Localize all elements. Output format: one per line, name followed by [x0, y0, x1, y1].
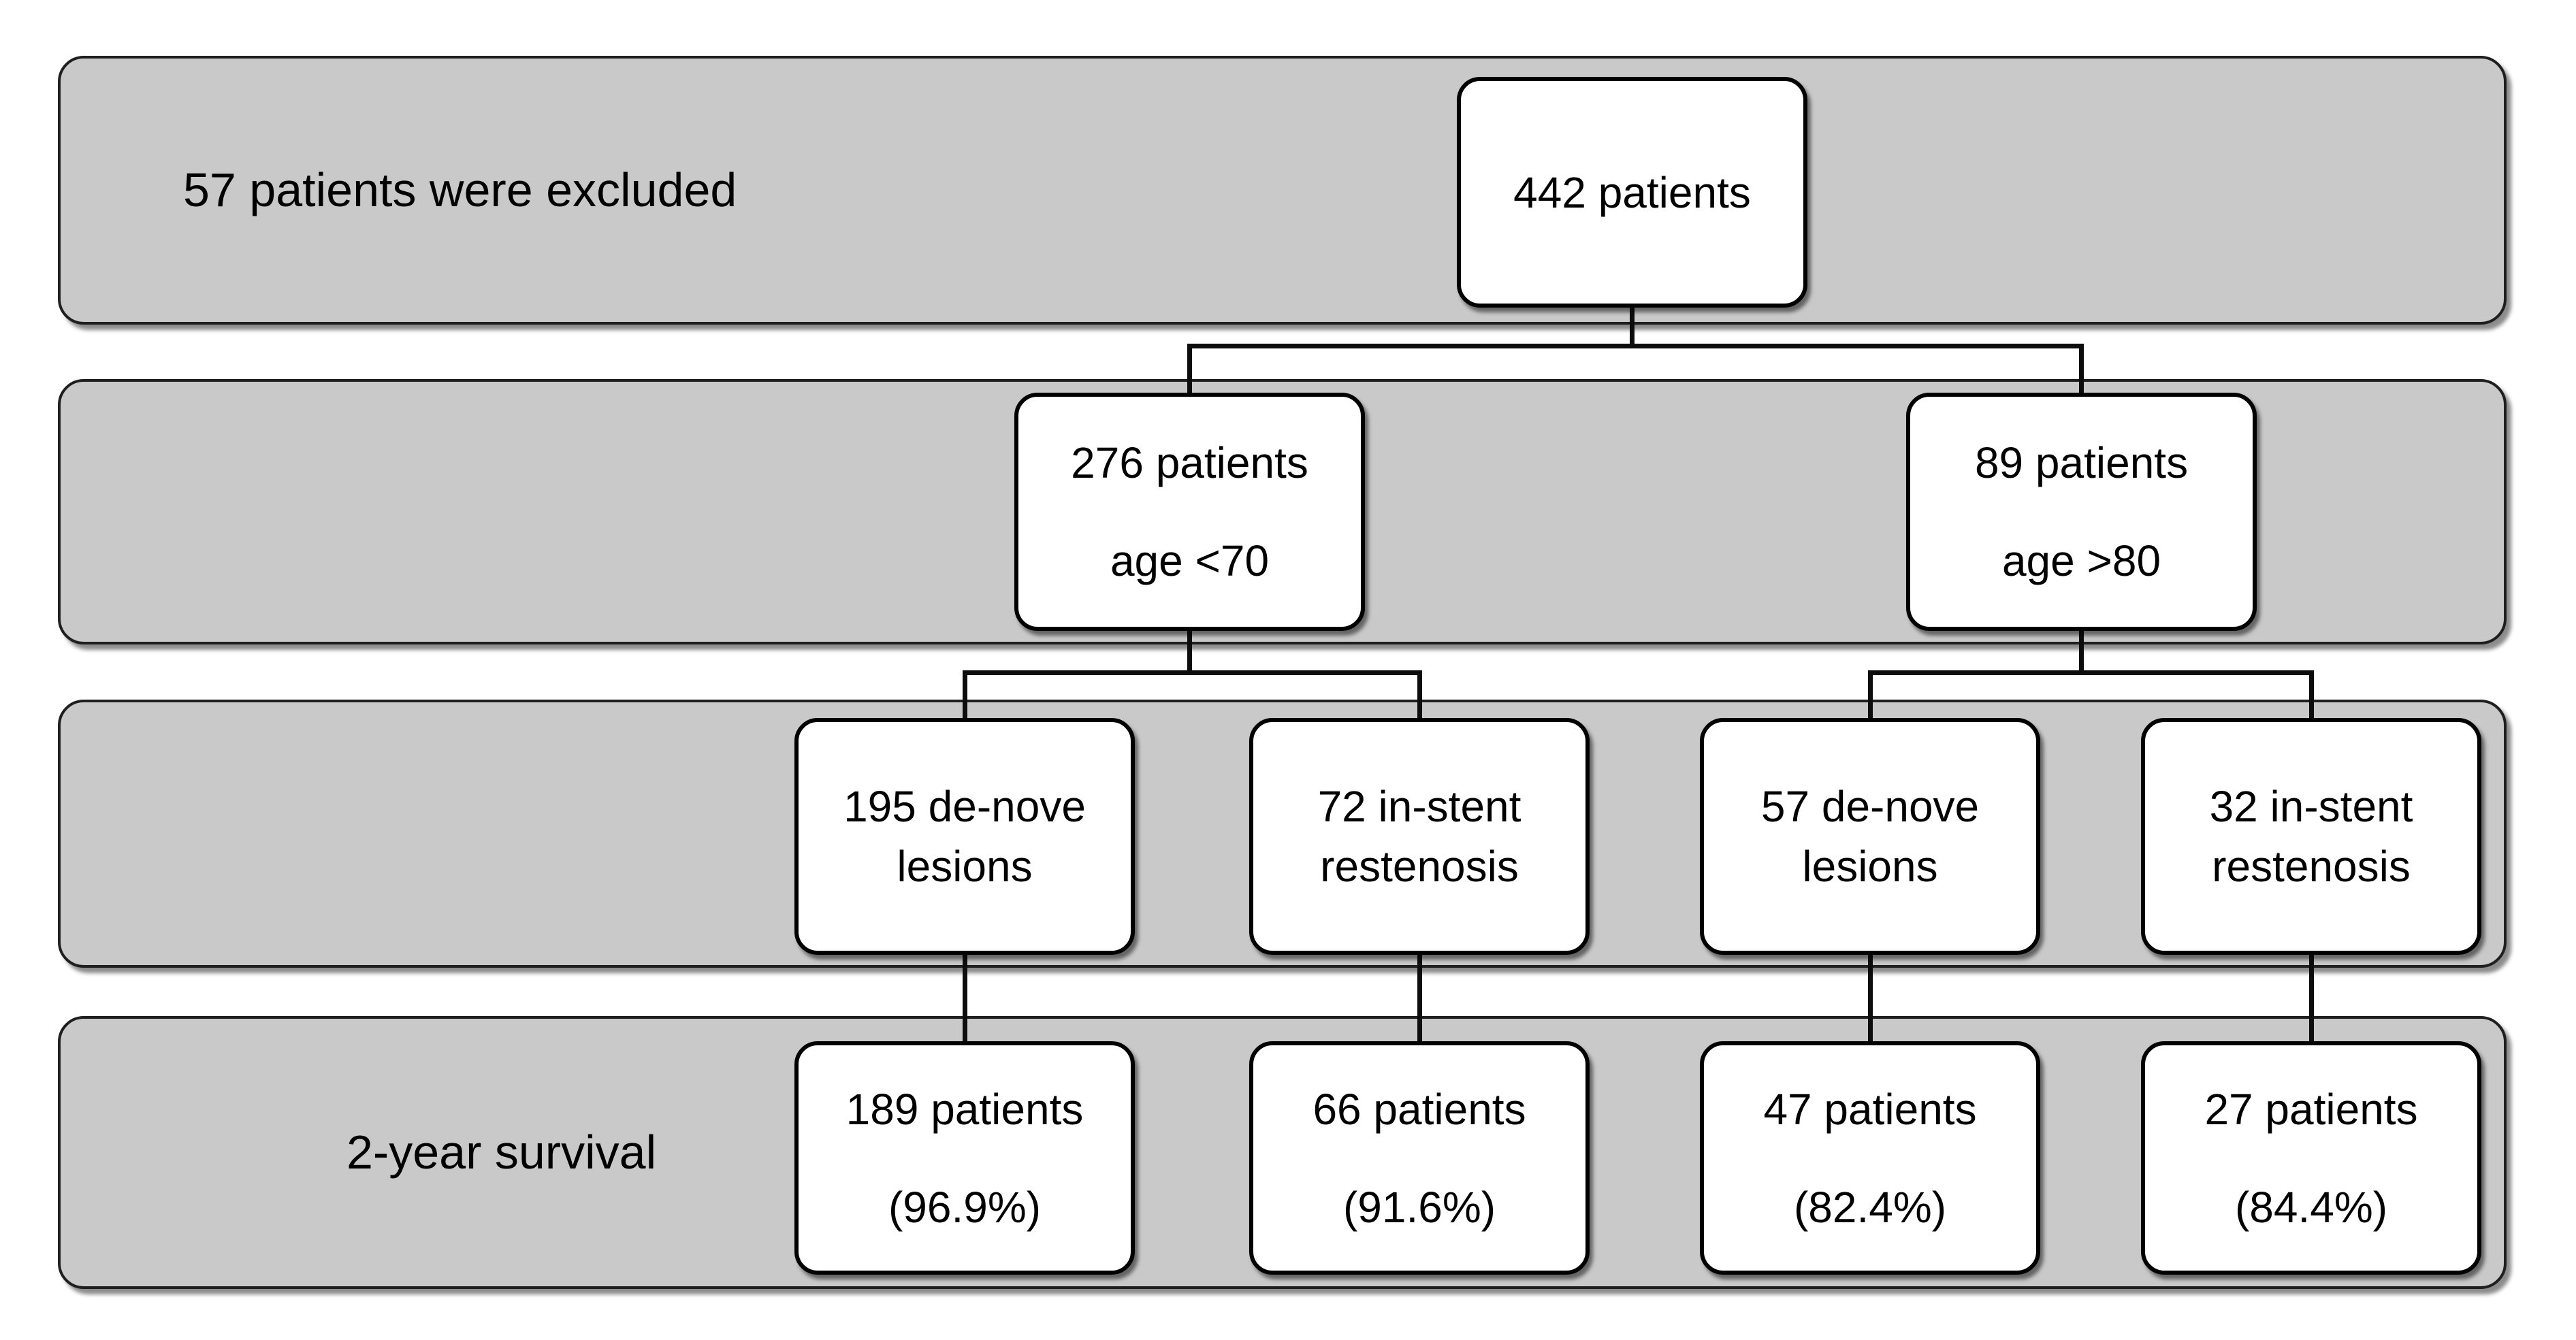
node-gt80-instent-restenosis: 32 in-stent restenosis [2141, 718, 2481, 955]
node-survival-lt70-denove-line1: 189 patients [846, 1084, 1084, 1134]
node-lt70-instent-line1: 72 in-stent [1317, 782, 1522, 831]
connector-stub-gt80-denove [1868, 670, 1873, 721]
node-age-lt70: 276 patients age <70 [1014, 393, 1365, 631]
node-age-gt80-line2: age >80 [2001, 536, 2161, 585]
connector-lt70-stem [1187, 628, 1192, 675]
node-gt80-denove-line1: 57 de-nove [1760, 782, 1980, 831]
node-lt70-denove-lesions: 195 de-nove lesions [794, 718, 1135, 955]
node-gt80-instent-line2: restenosis [2212, 842, 2411, 891]
node-lt70-instent-line2: restenosis [1320, 842, 1519, 891]
survival-label: 2-year survival [347, 1126, 657, 1179]
node-lt70-instent-restenosis: 72 in-stent restenosis [1249, 718, 1590, 955]
connector-age-split-hline [1187, 344, 2084, 348]
connector-drop-gt80-denove [1868, 952, 1873, 1045]
node-survival-gt80-instent: 27 patients (84.4%) [2141, 1041, 2481, 1275]
node-age-gt80-line1: 89 patients [1974, 438, 2189, 487]
connector-stub-age-gt80 [2079, 344, 2084, 395]
connector-drop-lt70-denove [963, 952, 967, 1045]
connector-stub-lt70-instent [1417, 670, 1422, 721]
node-lt70-denove-line1: 195 de-nove [843, 782, 1086, 831]
connector-stub-gt80-instent [2309, 670, 2314, 721]
connector-drop-lt70-instent [1417, 952, 1422, 1045]
node-gt80-denove-line2: lesions [1802, 842, 1938, 891]
node-survival-gt80-instent-line1: 27 patients [2204, 1084, 2418, 1134]
connector-stub-age-lt70 [1187, 344, 1192, 395]
node-survival-lt70-denove-line2: (96.9%) [888, 1182, 1042, 1232]
node-age-gt80: 89 patients age >80 [1906, 393, 2257, 631]
node-gt80-denove-lesions: 57 de-nove lesions [1700, 718, 2040, 955]
node-total-patients: 442 patients [1457, 77, 1807, 308]
node-lt70-denove-line2: lesions [897, 842, 1033, 891]
node-gt80-instent-line1: 32 in-stent [2209, 782, 2413, 831]
connector-stub-lt70-denove [963, 670, 967, 721]
connector-gt80-stem [2079, 628, 2084, 675]
node-survival-lt70-instent: 66 patients (91.6%) [1249, 1041, 1590, 1275]
node-survival-gt80-denove-line2: (82.4%) [1793, 1182, 1947, 1232]
connector-lt70-hline [963, 670, 1422, 675]
node-age-lt70-line2: age <70 [1110, 536, 1270, 585]
node-survival-lt70-instent-line1: 66 patients [1313, 1084, 1526, 1134]
node-age-lt70-line1: 276 patients [1071, 438, 1308, 487]
node-survival-gt80-denove: 47 patients (82.4%) [1700, 1041, 2040, 1275]
connector-gt80-hline [1868, 670, 2314, 675]
band-excluded: 57 patients were excluded [58, 56, 2507, 325]
connector-root-stem [1630, 305, 1635, 348]
excluded-label: 57 patients were excluded [183, 163, 737, 216]
node-survival-lt70-denove: 189 patients (96.9%) [794, 1041, 1135, 1275]
node-survival-lt70-instent-line2: (91.6%) [1342, 1182, 1496, 1232]
node-total-patients-text: 442 patients [1513, 167, 1751, 217]
connector-drop-gt80-instent [2309, 952, 2314, 1045]
node-survival-gt80-denove-line1: 47 patients [1763, 1084, 1977, 1134]
node-survival-gt80-instent-line2: (84.4%) [2234, 1182, 2388, 1232]
